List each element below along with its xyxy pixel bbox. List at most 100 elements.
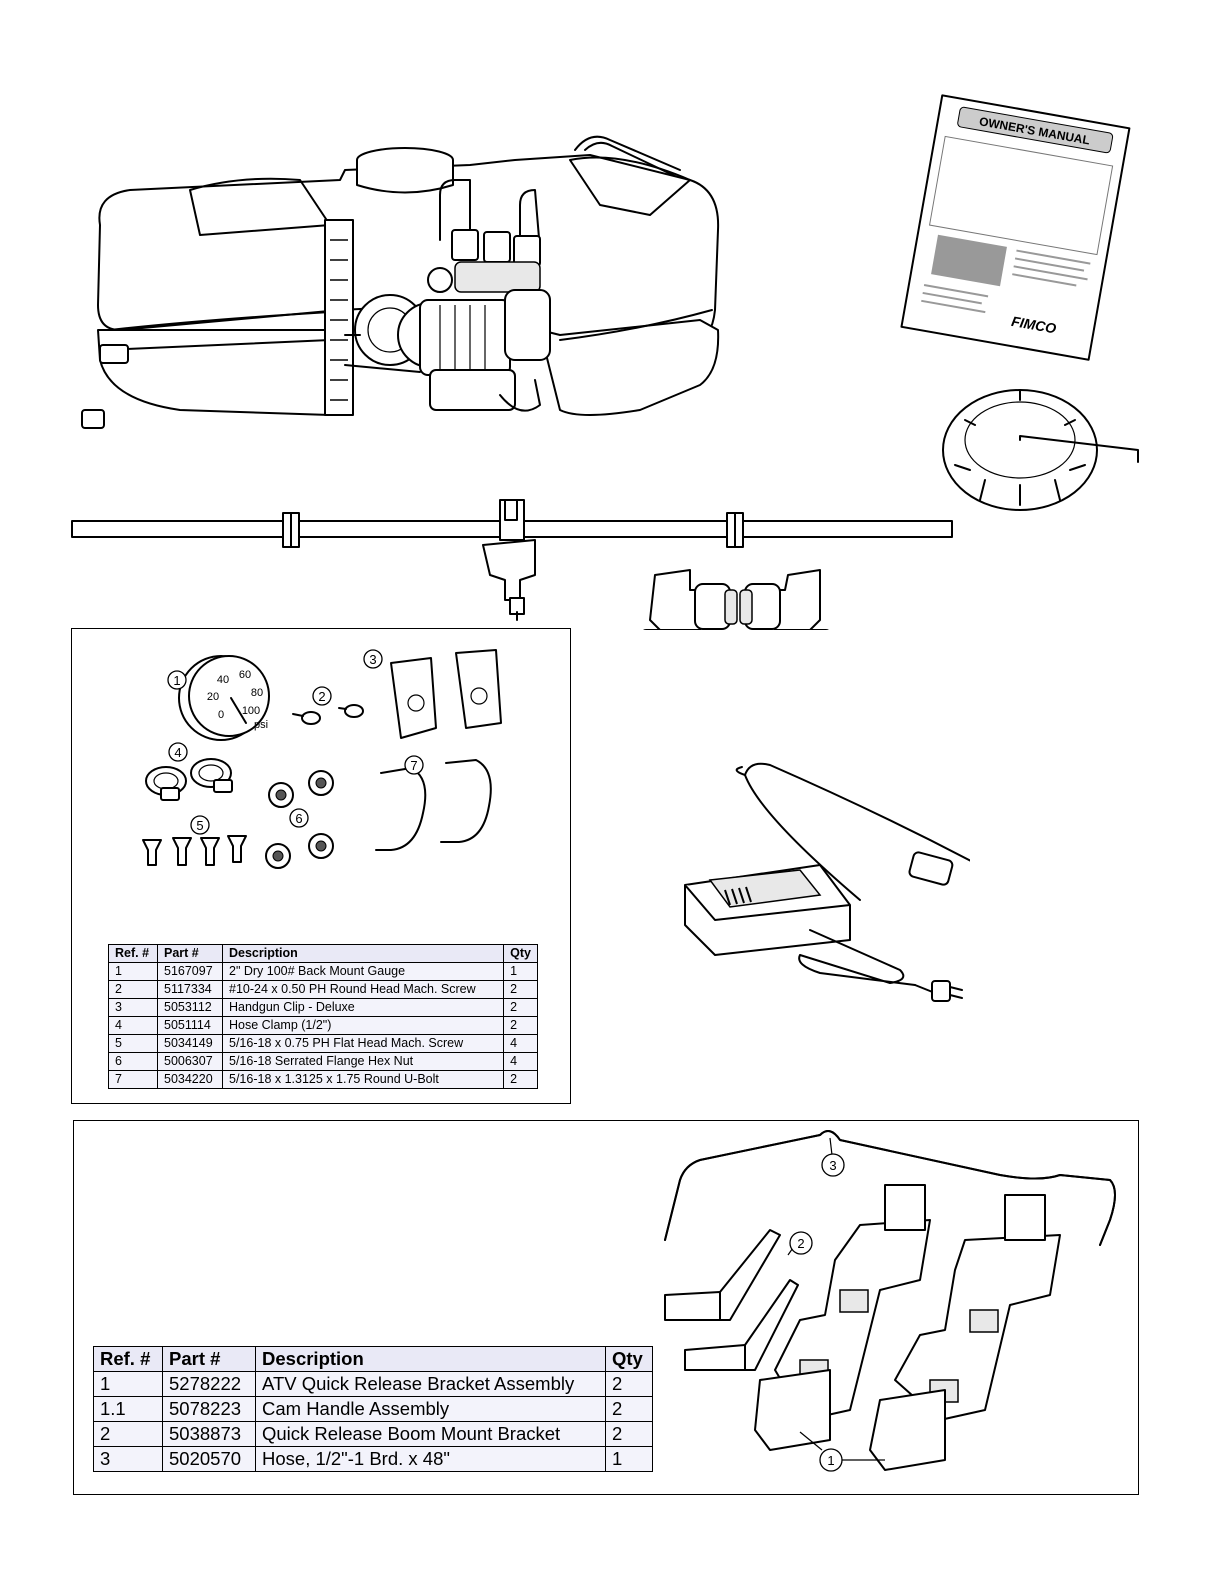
cell-part: 5038873	[162, 1421, 256, 1447]
cell-ref: 2	[108, 980, 158, 999]
cell-qty: 2	[503, 980, 538, 999]
svg-text:3: 3	[369, 652, 376, 667]
cell-ref: 1	[93, 1371, 163, 1397]
boom	[71, 499, 953, 621]
flange-nuts	[265, 770, 334, 869]
handgun-clips	[390, 649, 502, 739]
callout-2: 2	[312, 686, 332, 706]
cell-ref: 5	[108, 1034, 158, 1053]
sprayer-illustration: OWNER'S MANUAL FIMCO	[71, 94, 1139, 630]
cell-part: 5034149	[157, 1034, 223, 1053]
cell-qty: 1	[605, 1446, 653, 1472]
cell-ref: 2	[93, 1421, 163, 1447]
svg-text:2: 2	[797, 1236, 804, 1251]
pressure-gauge: 40 60 20 80 0 100 psi	[178, 655, 270, 741]
cell-part: 5167097	[157, 962, 223, 981]
cell-description: #10-24 x 0.50 PH Round Head Mach. Screw	[221, 980, 505, 999]
header-description: Description	[221, 944, 505, 963]
cell-qty: 4	[503, 1052, 538, 1071]
callout-6: 6	[289, 808, 309, 828]
boomless-nozzles	[643, 569, 829, 630]
cell-description: 2" Dry 100# Back Mount Gauge	[221, 962, 505, 981]
svg-text:1: 1	[173, 673, 180, 688]
gauge-mark: 100	[242, 705, 260, 717]
callout-4: 4	[168, 742, 188, 762]
round-head-screws	[292, 704, 364, 725]
cell-ref: 3	[108, 998, 158, 1017]
cell-part: 5078223	[162, 1396, 256, 1422]
callout-boom-mount: 2	[789, 1231, 813, 1255]
cell-description: 5/16-18 x 1.3125 x 1.75 Round U-Bolt	[221, 1070, 505, 1089]
cell-description: Handgun Clip - Deluxe	[221, 998, 505, 1017]
cell-description: Cam Handle Assembly	[255, 1396, 606, 1422]
table-header-row: Ref. # Part # Description Qty	[108, 944, 538, 963]
gauge-mark: psi	[254, 719, 268, 731]
cell-part: 5006307	[157, 1052, 223, 1071]
header-ref: Ref. #	[108, 944, 158, 963]
header-ref: Ref. #	[93, 1346, 163, 1372]
callout-qr-bracket: 1	[819, 1448, 843, 1472]
svg-text:4: 4	[174, 745, 181, 760]
owners-manual: OWNER'S MANUAL FIMCO	[900, 94, 1131, 361]
cell-description: 5/16-18 Serrated Flange Hex Nut	[221, 1052, 505, 1071]
cell-ref: 7	[108, 1070, 158, 1089]
cell-ref: 1	[108, 962, 158, 981]
cell-part: 5051114	[157, 1016, 223, 1035]
tank-cap	[942, 389, 1139, 511]
manual-brand: FIMCO	[1010, 313, 1057, 337]
cell-qty: 2	[503, 1016, 538, 1035]
u-bolts	[375, 759, 492, 851]
svg-text:1: 1	[827, 1453, 834, 1468]
svg-text:2: 2	[318, 689, 325, 704]
gauge-mark: 80	[251, 687, 263, 699]
gauge-mark: 20	[207, 691, 219, 703]
flat-head-screws	[142, 835, 247, 866]
callout-7: 7	[404, 755, 424, 775]
cell-description: Hose Clamp (1/2")	[221, 1016, 505, 1035]
cell-description: ATV Quick Release Bracket Assembly	[255, 1371, 606, 1397]
gauge-mark: 60	[239, 669, 251, 681]
header-part: Part #	[162, 1346, 256, 1372]
quick-release-brackets	[754, 1184, 1061, 1471]
cell-ref: 4	[108, 1016, 158, 1035]
callout-1: 1	[167, 670, 187, 690]
sprayer-tank	[81, 135, 720, 429]
svg-text:7: 7	[410, 758, 417, 773]
cell-qty: 2	[605, 1396, 653, 1422]
cell-part: 5020570	[162, 1446, 256, 1472]
cell-ref: 6	[108, 1052, 158, 1071]
header-qty: Qty	[503, 944, 538, 963]
cell-qty: 2	[503, 1070, 538, 1089]
bracket-kit-illustration: 3 2 1	[664, 1130, 1116, 1472]
hardware-kit-illustration: 40 60 20 80 0 100 psi	[142, 649, 502, 869]
table-header-row: Ref. # Part # Description Qty	[93, 1346, 653, 1372]
hose-clamps	[145, 758, 233, 801]
hose	[664, 1130, 1116, 1246]
cell-qty: 2	[605, 1421, 653, 1447]
gauge-mark: 0	[218, 709, 224, 721]
cell-part: 5034220	[157, 1070, 223, 1089]
cell-qty: 4	[503, 1034, 538, 1053]
svg-text:3: 3	[829, 1158, 836, 1173]
svg-text:5: 5	[196, 818, 203, 833]
callout-3: 3	[363, 649, 383, 669]
svg-text:6: 6	[295, 811, 302, 826]
header-part: Part #	[157, 944, 223, 963]
bracket-kit-panel	[73, 1120, 1139, 1495]
callout-5: 5	[190, 815, 210, 835]
cell-part: 5117334	[157, 980, 223, 999]
cell-qty: 1	[503, 962, 538, 981]
